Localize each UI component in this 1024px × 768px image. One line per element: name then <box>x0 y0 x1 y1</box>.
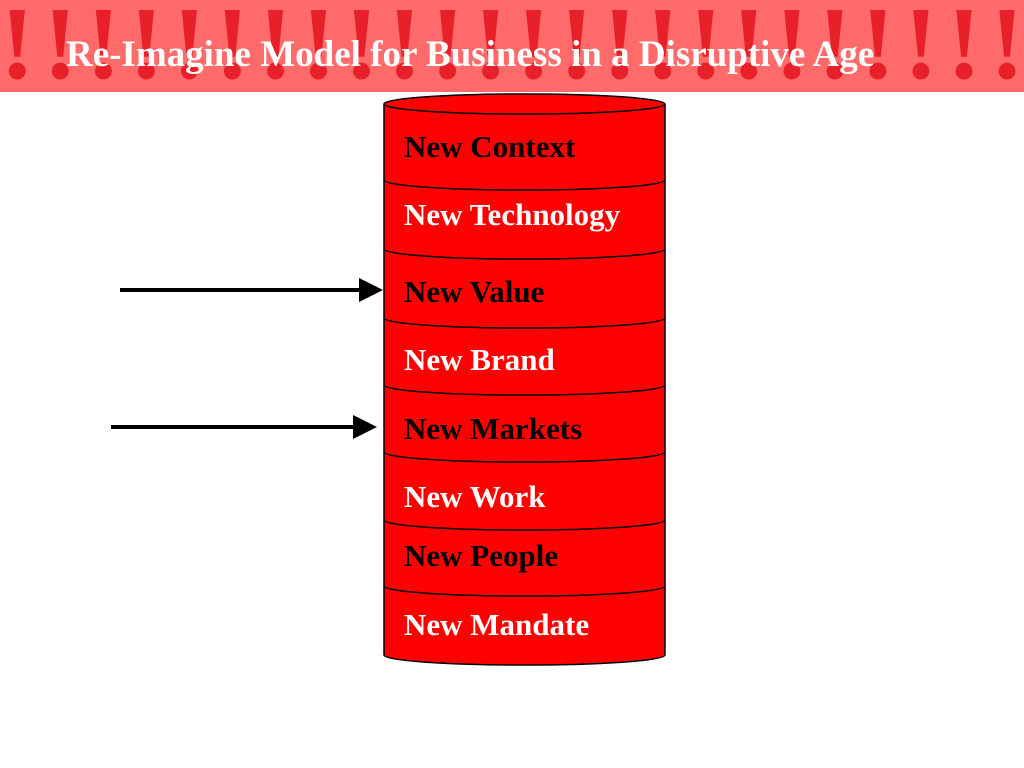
layer-label-new-value: New Value <box>404 274 545 309</box>
exclamation-mark-icon: ! <box>817 0 853 92</box>
exclamation-mark-icon: ! <box>0 0 35 92</box>
exclamation-pattern: !!!!!!!!!!!!!!!!!!!!!!!! <box>0 0 1024 92</box>
layer-divider <box>383 585 666 597</box>
cylinder-body <box>384 104 665 655</box>
exclamation-mark-icon: ! <box>645 0 681 92</box>
exclamation-mark-icon: ! <box>86 0 121 92</box>
exclamation-mark-icon: ! <box>946 0 982 92</box>
layer-label-new-technology: New Technology <box>404 197 621 232</box>
exclamation-mark-icon: ! <box>129 0 164 92</box>
layer-label-new-work: New Work <box>404 479 546 514</box>
exclamation-mark-icon: ! <box>430 0 465 92</box>
exclamation-mark-icon: ! <box>516 0 552 92</box>
exclamation-mark-icon: ! <box>344 0 379 92</box>
exclamation-mark-icon: ! <box>989 0 1024 92</box>
exclamation-mark-icon: ! <box>688 0 724 92</box>
exclamation-mark-icon: ! <box>258 0 293 92</box>
arrows <box>111 278 383 439</box>
layer-label-new-markets: New Markets <box>404 411 583 446</box>
exclamation-mark-icon: ! <box>774 0 810 92</box>
layer-divider <box>383 384 666 396</box>
exclamation-mark-icon: ! <box>860 0 896 92</box>
exclamation-mark-icon: ! <box>215 0 250 92</box>
layer-divider <box>383 519 666 531</box>
exclamation-mark-icon: ! <box>43 0 78 92</box>
exclamation-mark-icon: ! <box>172 0 207 92</box>
layer-divider <box>383 317 666 329</box>
exclamation-mark-icon: ! <box>387 0 422 92</box>
title-banner: !!!!!!!!!!!!!!!!!!!!!!!! Re-Imagine Mode… <box>0 0 1024 92</box>
exclamation-mark-icon: ! <box>559 0 595 92</box>
exclamation-mark-icon: ! <box>731 0 767 92</box>
exclamation-mark-icon: ! <box>903 0 939 92</box>
cylinder <box>383 93 666 666</box>
cylinder-bottom <box>383 654 666 666</box>
layer-divider <box>383 451 666 463</box>
layer-divider <box>383 248 666 260</box>
cylinder-top <box>383 93 666 115</box>
exclamation-mark-icon: ! <box>602 0 638 92</box>
layer-label-new-brand: New Brand <box>404 342 555 377</box>
exclamation-mark-icon: ! <box>301 0 336 92</box>
layer-label-new-people: New People <box>404 538 559 573</box>
layer-label-new-mandate: New Mandate <box>404 607 590 642</box>
layer-label-new-context: New Context <box>404 129 576 164</box>
slide-title: Re-Imagine Model for Business in a Disru… <box>66 34 875 75</box>
exclamation-mark-icon: ! <box>473 0 508 92</box>
layer-divider <box>383 179 666 191</box>
